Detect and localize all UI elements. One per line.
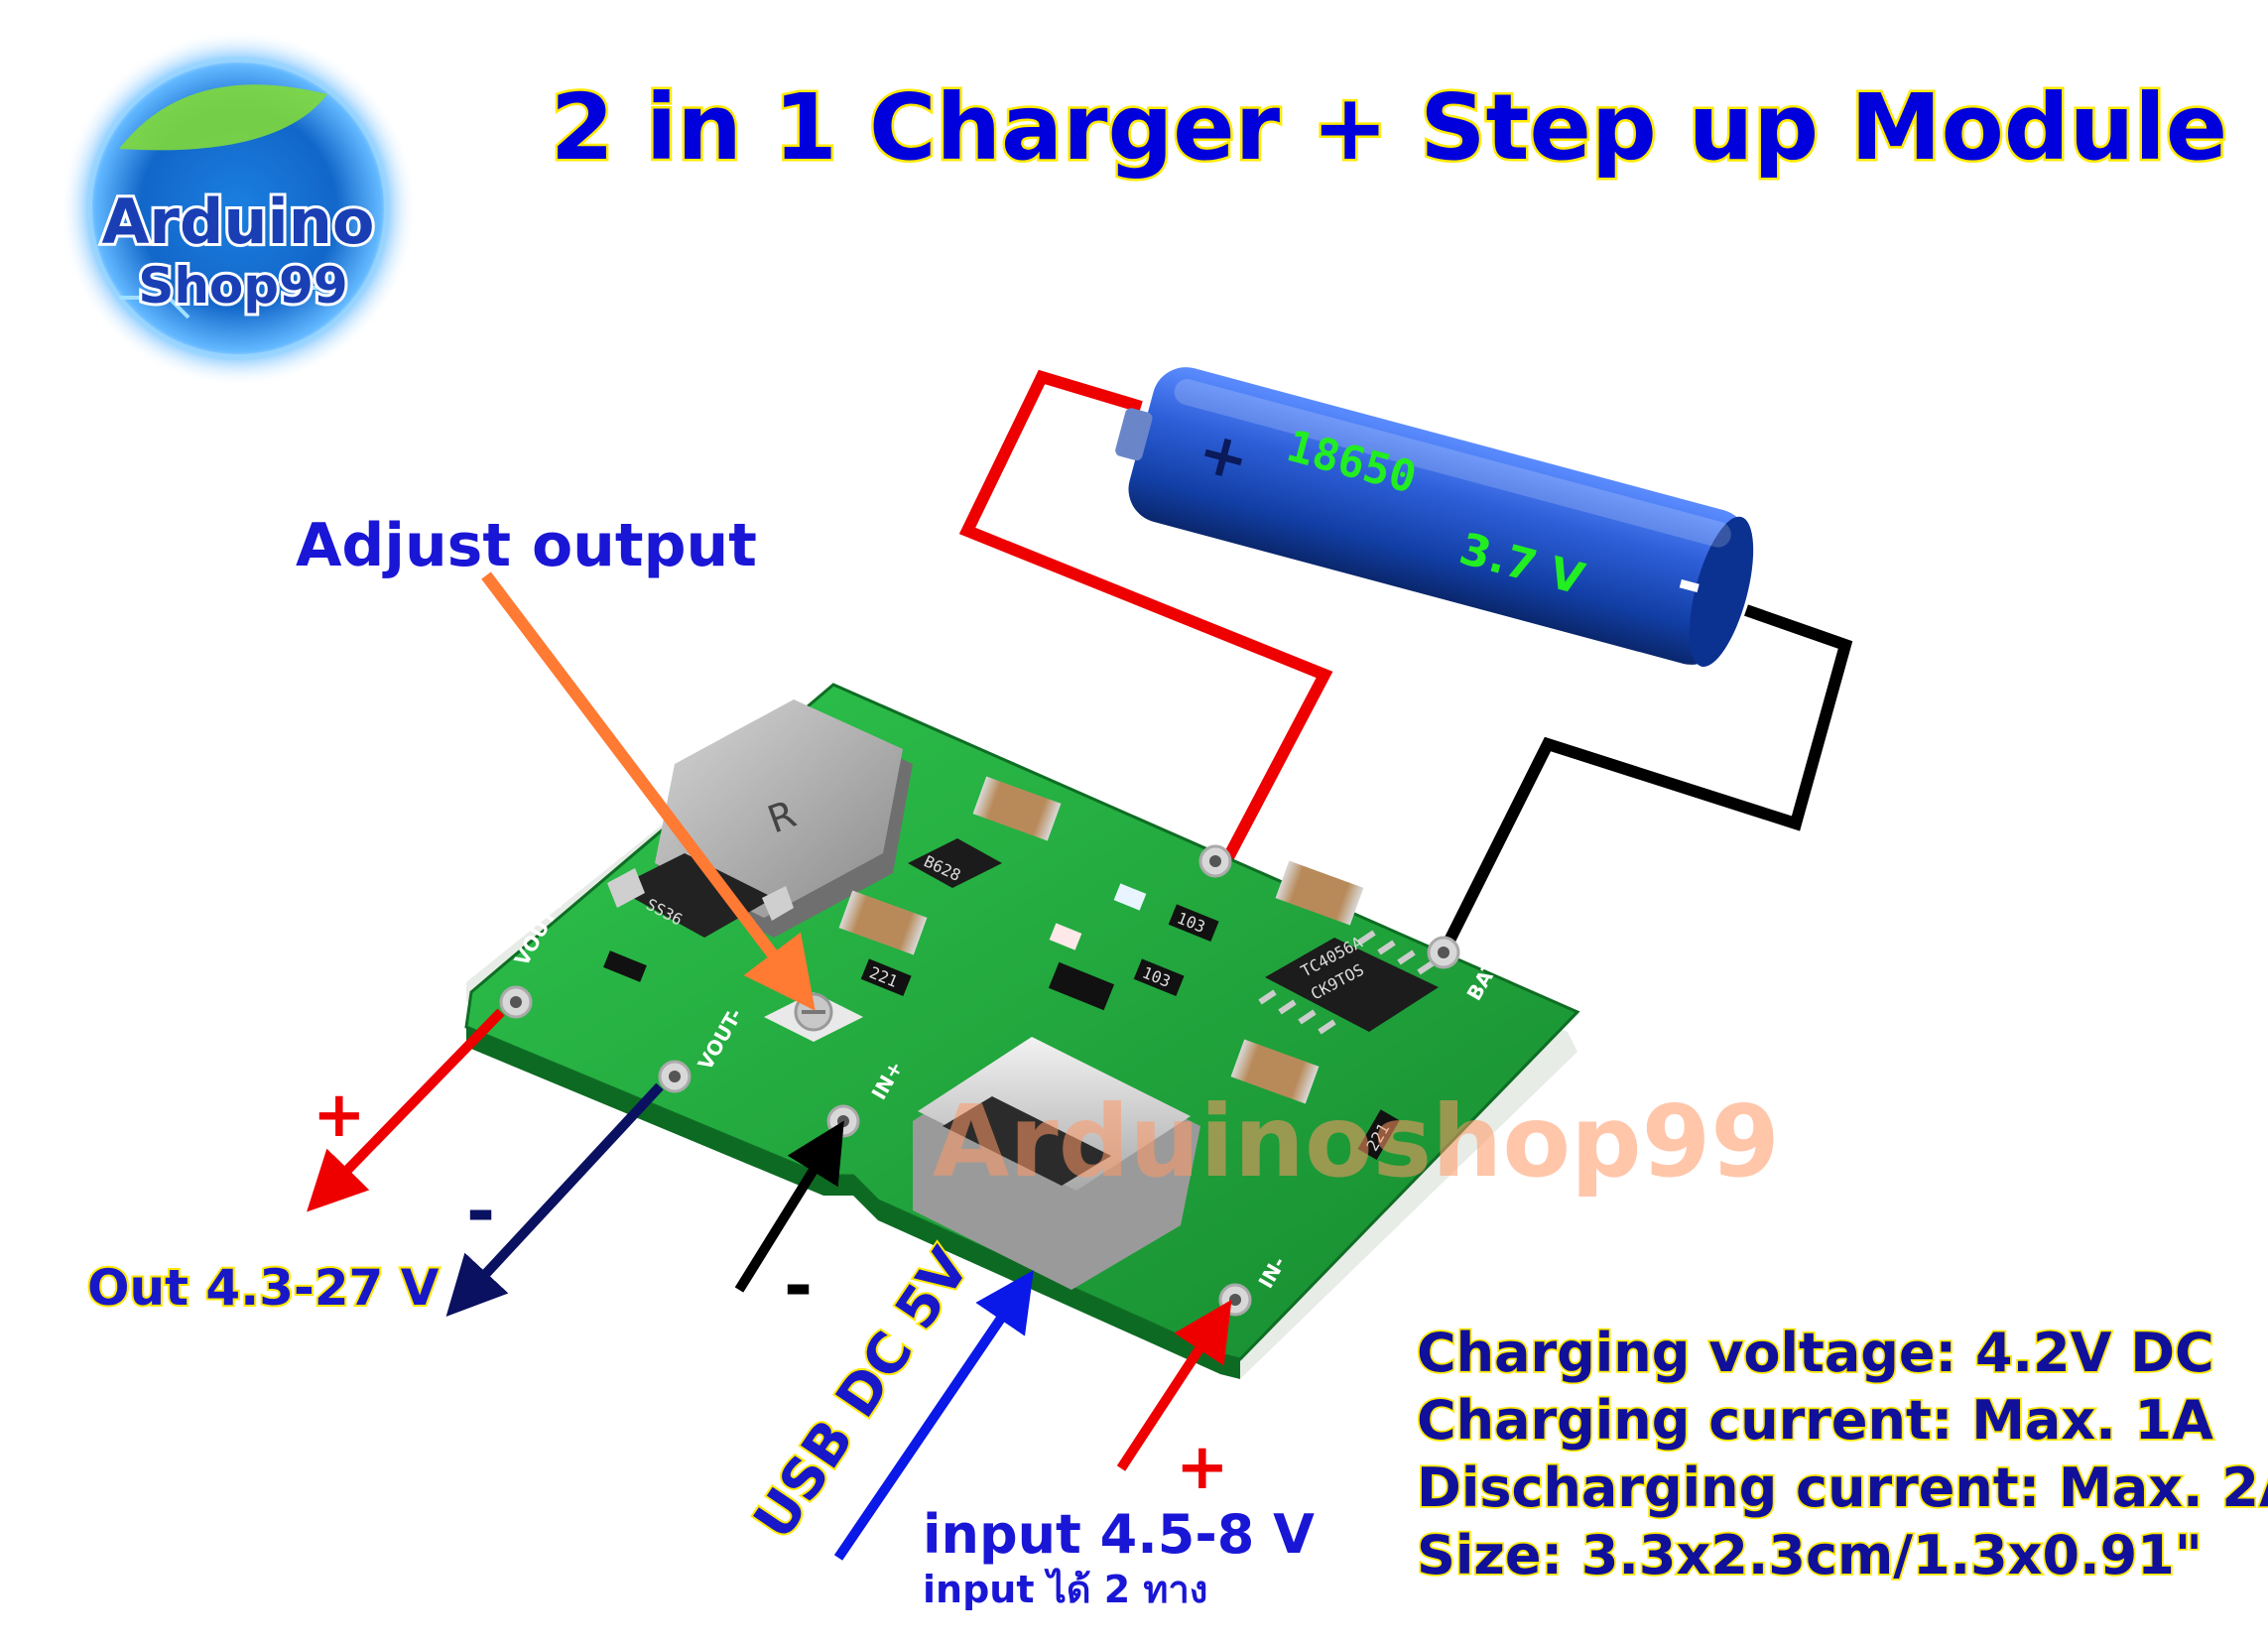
adjust-output-label: Adjust output (296, 511, 757, 580)
spec-charging-current: Charging current: Max. 1A (1417, 1389, 2213, 1452)
pin-label-bat-plus: BAT+ (1175, 771, 1225, 834)
black-battery-wire (1438, 604, 1853, 955)
out-plus-sign: + (313, 1078, 366, 1152)
out-minus-sign: - (466, 1171, 495, 1252)
out-voltage-label: Out 4.3-27 V (87, 1259, 440, 1317)
in-plus-sign: + (1176, 1431, 1229, 1504)
input-note-label: input ได้ 2 ทาง (923, 1568, 1207, 1611)
micro-usb-port[interactable] (913, 1037, 1200, 1290)
out-plus-arrow (307, 1008, 505, 1212)
charger-ic-component: TC4056A CK9TOS (1258, 930, 1439, 1035)
in-minus-arrow (734, 1120, 844, 1293)
watermark: Arduinoshop99 (933, 1083, 1780, 1200)
diode-component: SS36 (607, 853, 794, 938)
red-battery-wire (958, 369, 1333, 866)
spec-list: Charging voltage: 4.2V DC Charging curre… (1415, 1320, 2268, 1588)
input-voltage-label: input 4.5-8 V (923, 1503, 1315, 1566)
arduinoshop99-logo-icon: Arduino Shop99 (60, 30, 417, 387)
logo-line2: Shop99 (138, 257, 347, 315)
logo-line1: Arduino (101, 186, 374, 258)
in-minus-sign: - (784, 1245, 813, 1327)
pcb-board: R SS36 B628 T (464, 683, 1580, 1379)
spec-charging-voltage: Charging voltage: 4.2V DC (1417, 1322, 2214, 1384)
battery-18650: + - 18650 3.7 V (1115, 367, 1754, 667)
led-components (1049, 883, 1147, 950)
usb-input-arrow (833, 1270, 1034, 1561)
adjust-output-arrow (481, 571, 816, 1011)
spec-size: Size: 3.3x2.3cm/1.3x0.91" (1417, 1524, 2203, 1586)
spec-discharging-current: Discharging current: Max. 2A (1417, 1456, 2268, 1519)
capacitor-components (838, 776, 1364, 1104)
in-plus-arrow (1116, 1299, 1232, 1471)
page-title: 2 in 1 Charger + Step up Module (551, 74, 2227, 181)
out-minus-arrow (445, 1082, 664, 1317)
